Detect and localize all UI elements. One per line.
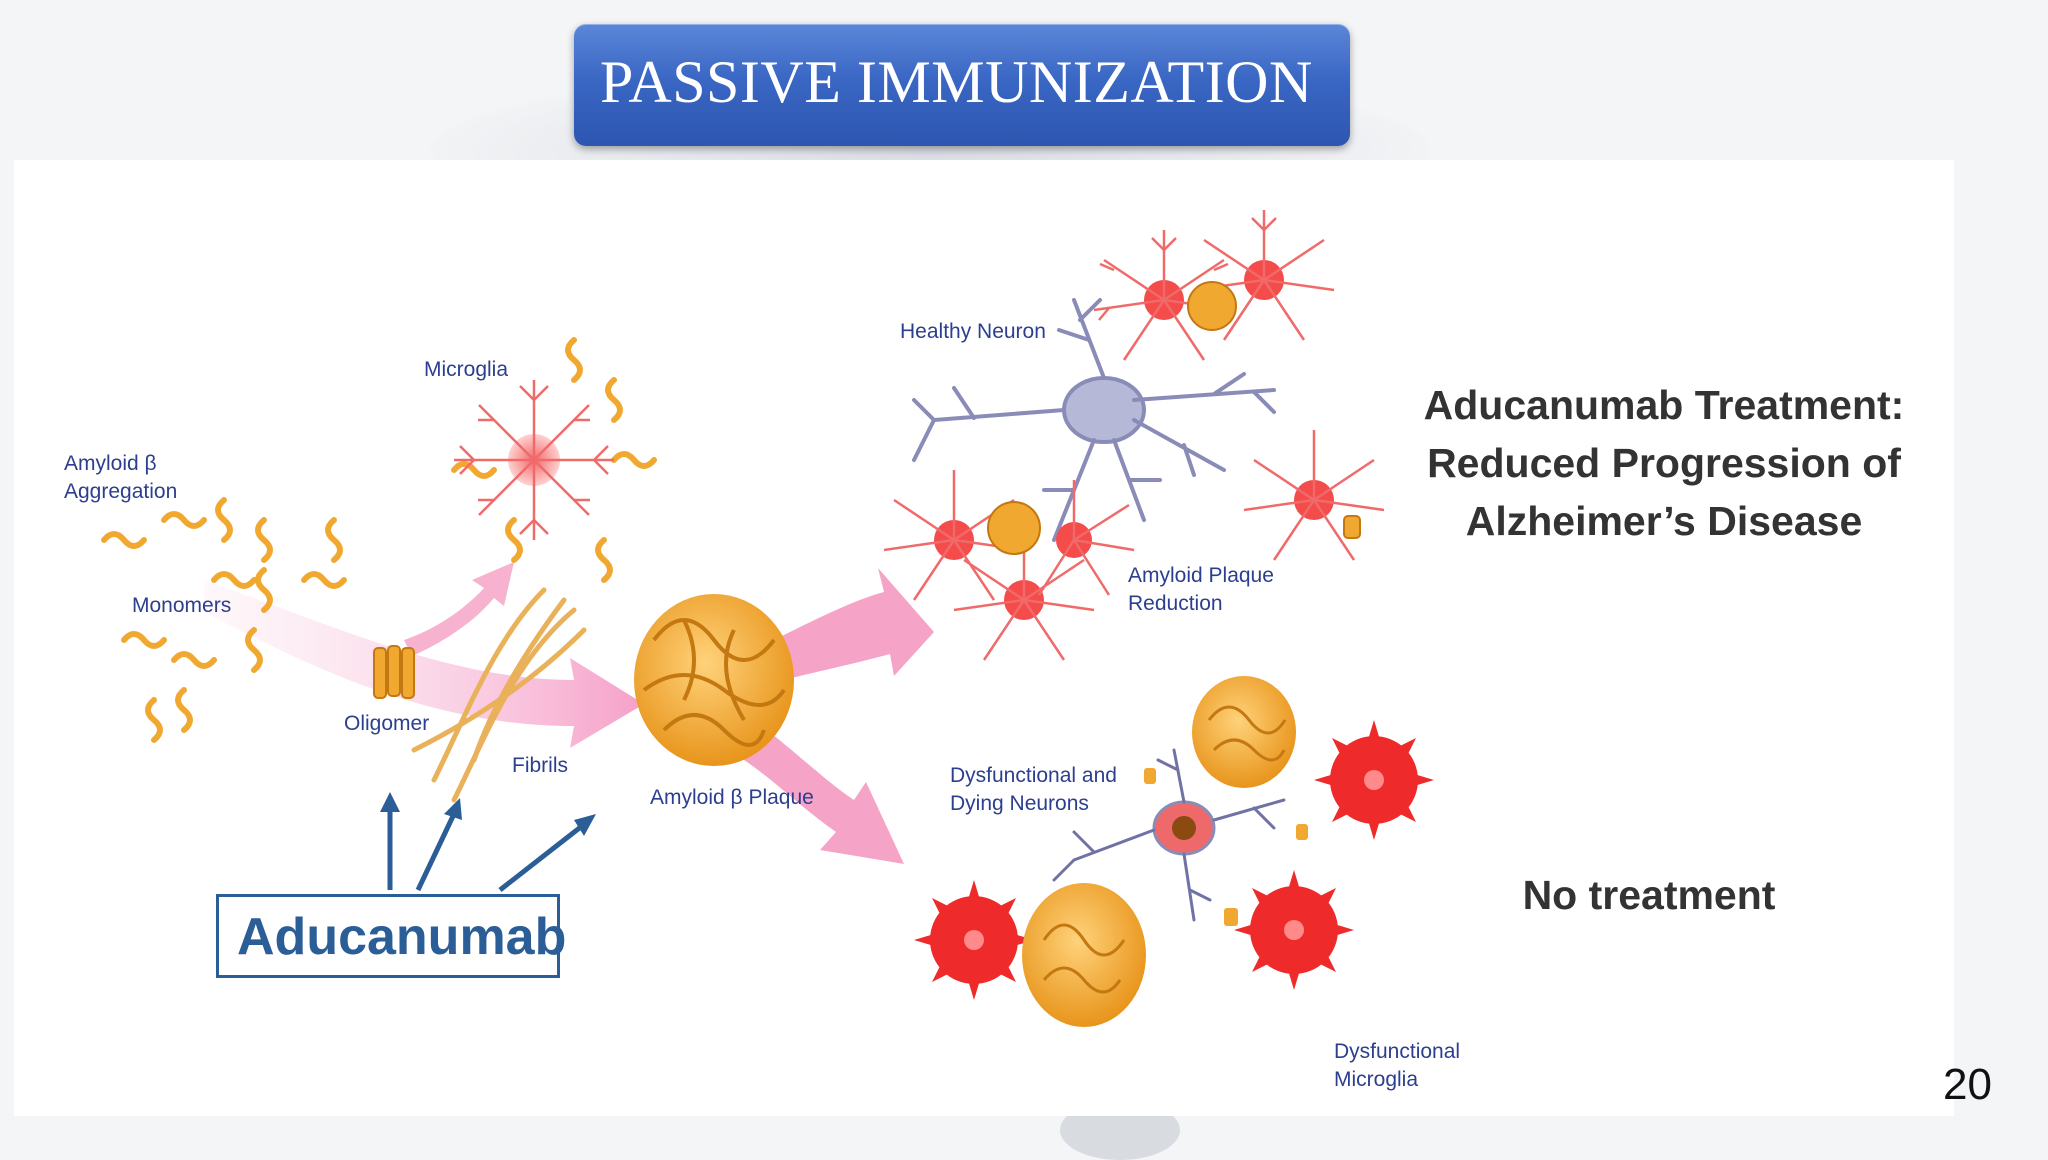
outcome-arrows <box>744 568 934 864</box>
untreated-plaques <box>1022 676 1308 1027</box>
healthy-microglia-cluster <box>883 210 1385 661</box>
slide-title: PASSIVE IMMUNIZATION <box>600 49 1313 115</box>
aggregation-flow-arrow <box>204 562 644 748</box>
label-microglia: Microglia <box>424 358 509 381</box>
microglia-cell <box>454 380 614 540</box>
label-amyloid-aggregation-line1: Amyloid β <box>64 452 157 475</box>
label-dysfunctional-neurons-line2: Dying Neurons <box>950 792 1089 815</box>
treatment-outcome-line2: Reduced Progression of <box>1427 440 1901 486</box>
treatment-outcome-line3: Alzheimer’s Disease <box>1465 498 1863 544</box>
slide-title-banner: PASSIVE IMMUNIZATION <box>574 24 1350 146</box>
label-healthy-neuron: Healthy Neuron <box>900 320 1046 343</box>
page-number: 20 <box>1943 1060 1992 1109</box>
small-plaques-treated <box>987 281 1361 555</box>
label-plaque-reduction-line2: Reduction <box>1128 592 1223 615</box>
dysfunctional-neuron <box>1052 748 1286 922</box>
label-fibrils: Fibrils <box>512 754 568 777</box>
label-plaque-reduction-line1: Amyloid Plaque <box>1128 564 1274 587</box>
label-dysfunctional-microglia-line2: Microglia <box>1334 1068 1419 1091</box>
label-dysfunctional-microglia-line1: Dysfunctional <box>1334 1040 1461 1063</box>
aducanumab-label: Aducanumab <box>237 908 567 966</box>
treatment-outcome-line1: Aducanumab Treatment: <box>1423 382 1905 428</box>
oligomer <box>373 645 415 699</box>
label-oligomer: Oligomer <box>344 712 430 735</box>
fibrils <box>411 587 587 803</box>
diagram-panel: Amyloid β Aggregation Monomers Microglia… <box>14 160 1954 1116</box>
amyloid-monomers <box>101 337 657 743</box>
dysfunctional-microglia-cluster <box>914 720 1434 1000</box>
central-amyloid-plaque <box>634 594 794 766</box>
label-monomers: Monomers <box>132 594 232 617</box>
healthy-neuron <box>912 298 1276 542</box>
treatment-outcome-heading: Aducanumab Treatment: Reduced Progressio… <box>1414 376 1914 550</box>
label-amyloid-plaque: Amyloid β Plaque <box>650 786 814 809</box>
label-dysfunctional-microglia: Dysfunctional Microglia <box>1334 1038 1460 1094</box>
label-dysfunctional-neurons: Dysfunctional and Dying Neurons <box>950 762 1117 818</box>
label-amyloid-aggregation: Amyloid β Aggregation <box>64 450 177 506</box>
label-amyloid-plaque-reduction: Amyloid Plaque Reduction <box>1128 562 1274 618</box>
diagram-illustration <box>101 210 1434 1027</box>
aducanumab-binding-arrows <box>380 792 596 892</box>
aducanumab-box: Aducanumab <box>216 894 566 978</box>
label-amyloid-aggregation-line2: Aggregation <box>64 480 178 503</box>
label-dysfunctional-neurons-line1: Dysfunctional and <box>950 764 1117 787</box>
no-treatment-heading: No treatment <box>1522 872 1776 918</box>
